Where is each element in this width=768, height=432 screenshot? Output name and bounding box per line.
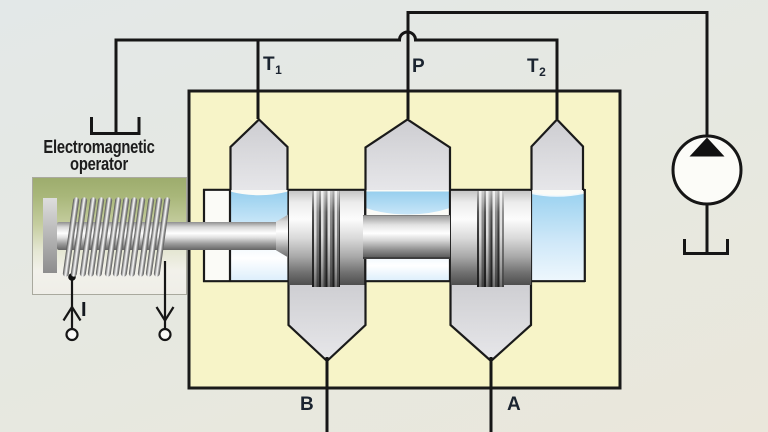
operator-caption: Electromagnetic operator: [29, 137, 168, 174]
tank-symbol-left: [90, 117, 141, 135]
port-a-passage: [450, 280, 531, 361]
port-label-b: B: [300, 394, 314, 415]
port-label-a: A: [507, 394, 521, 415]
port-t1-outline: [229, 117, 289, 192]
fluid-t1-lower: [230, 248, 288, 281]
tank-symbol-right: [683, 239, 729, 255]
solenoid-armature-plate: [43, 198, 57, 273]
terminal-left: [65, 327, 79, 342]
spool-neck: [363, 215, 452, 259]
terminal-right: [158, 327, 172, 342]
spool-land-1-grooves: [312, 191, 340, 287]
fluid-chambers: [230, 191, 585, 281]
pump-circle: [671, 134, 743, 206]
pressure-line-pump-to-p: [406, 11, 709, 136]
rod-to-land-fillet: [276, 213, 290, 259]
port-t2-outline: [530, 117, 585, 192]
pump-direction-triangle-icon: [689, 137, 725, 157]
fluid-t1-upper: [230, 191, 288, 223]
circuit-lines: [90, 11, 729, 432]
tank-line-with-crossover-hop: [114, 30, 559, 132]
port-t2-letter: T: [527, 56, 539, 77]
port-p-passage: [365, 119, 450, 192]
fluid-t2-meniscus: [529, 192, 585, 197]
port-passages: [229, 117, 585, 363]
port-label-t1: T1: [263, 54, 282, 77]
port-t1-subscript: 1: [275, 63, 282, 77]
port-t1-passage: [230, 119, 288, 192]
current-arrow-down-icon: [155, 306, 175, 323]
operator-caption-line1: Electromagnetic: [43, 137, 155, 157]
port-label-t2: T2: [527, 56, 546, 79]
current-arrow-up-icon: [62, 304, 82, 322]
port-t2-passage: [531, 119, 583, 192]
fluid-t2-chamber: [530, 193, 585, 281]
current-label: I: [81, 299, 87, 321]
spool-land-2-grooves: [477, 191, 504, 287]
pump-symbol: [671, 134, 743, 206]
port-label-p: P: [412, 56, 425, 77]
port-t2-subscript: 2: [539, 65, 546, 79]
fluid-p-upper: [365, 191, 450, 215]
port-t1-letter: T: [263, 54, 275, 75]
fluid-p-lower: [365, 259, 451, 281]
port-b-passage: [288, 280, 366, 361]
port-p-outline: [364, 118, 452, 192]
operator-caption-line2: operator: [70, 154, 128, 174]
